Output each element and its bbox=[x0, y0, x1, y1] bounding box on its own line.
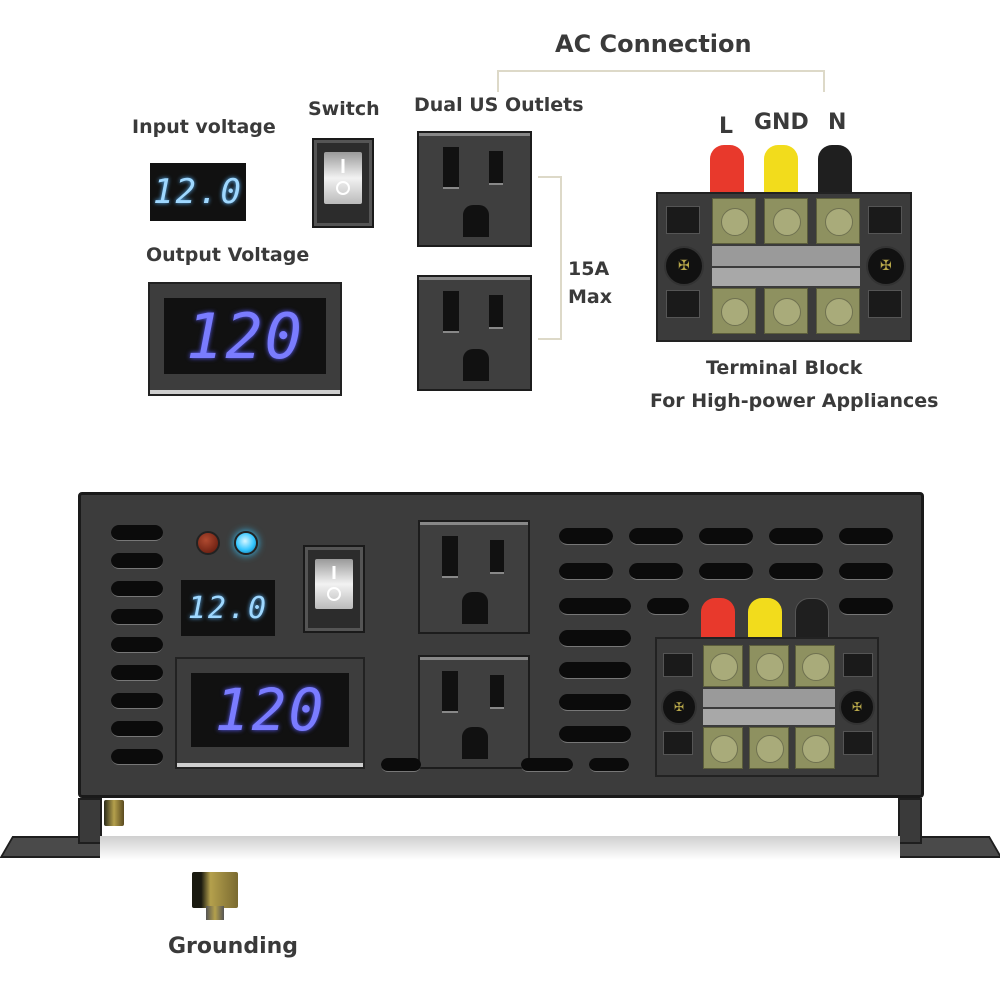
ac-connection-bracket bbox=[497, 70, 825, 92]
terminal-n-label: N bbox=[828, 110, 847, 135]
input-voltage-value: 12.0 bbox=[153, 172, 243, 212]
power-led bbox=[234, 531, 258, 555]
output-voltage-display-callout: 120 bbox=[148, 282, 342, 396]
ac-connection-label: AC Connection bbox=[555, 30, 752, 58]
terminal-l-label: L bbox=[719, 114, 734, 139]
grounding-stud-icon bbox=[192, 872, 238, 908]
output-voltage-label: Output Voltage bbox=[146, 244, 310, 266]
outlets-bracket bbox=[538, 176, 562, 340]
grounding-label: Grounding bbox=[168, 934, 299, 959]
max-current-label-1: 15A bbox=[568, 258, 610, 280]
input-voltage-label: Input voltage bbox=[132, 116, 276, 138]
mount-screw-icon: ✠ bbox=[661, 689, 697, 725]
power-switch[interactable] bbox=[303, 545, 365, 633]
mounting-foot-right-riser bbox=[898, 798, 922, 844]
grounding-stud-device[interactable] bbox=[104, 800, 124, 826]
us-outlet-top-callout bbox=[417, 131, 532, 247]
terminal-cap-l bbox=[710, 145, 744, 197]
mount-screw-icon: ✠ bbox=[839, 689, 875, 725]
terminal-cap-n bbox=[818, 145, 852, 197]
mount-screw-icon: ✠ bbox=[866, 246, 906, 286]
mounting-foot-left-riser bbox=[78, 798, 102, 844]
terminal-cap-gnd bbox=[764, 145, 798, 197]
terminal-cap-l-device bbox=[701, 598, 735, 644]
switch-label: Switch bbox=[308, 98, 380, 120]
us-outlet-bottom-callout bbox=[417, 275, 532, 391]
inverter-front-panel: 12.0 120 bbox=[78, 492, 924, 798]
terminal-block-sublabel: For High-power Appliances bbox=[650, 390, 939, 412]
terminal-cap-gnd-device bbox=[748, 598, 782, 644]
max-current-label-2: Max bbox=[568, 286, 612, 308]
output-voltage-display: 120 bbox=[175, 657, 365, 769]
grounding-stud-thread bbox=[206, 906, 224, 920]
power-switch-callout bbox=[312, 138, 374, 228]
fault-led bbox=[196, 531, 220, 555]
terminal-block-callout: ✠ ✠ bbox=[656, 192, 912, 342]
mount-screw-icon: ✠ bbox=[664, 246, 704, 286]
output-voltage-value: 120 bbox=[186, 299, 304, 373]
terminal-block-label: Terminal Block bbox=[706, 357, 863, 379]
shadow bbox=[100, 836, 900, 860]
terminal-block[interactable]: ✠ ✠ bbox=[655, 637, 879, 777]
dual-outlets-label: Dual US Outlets bbox=[414, 94, 584, 116]
input-voltage-display: 12.0 bbox=[181, 580, 275, 636]
terminal-gnd-label: GND bbox=[754, 110, 809, 135]
us-outlet-bottom[interactable] bbox=[418, 655, 530, 769]
input-voltage-display-callout: 12.0 bbox=[150, 163, 246, 221]
us-outlet-top[interactable] bbox=[418, 520, 530, 634]
